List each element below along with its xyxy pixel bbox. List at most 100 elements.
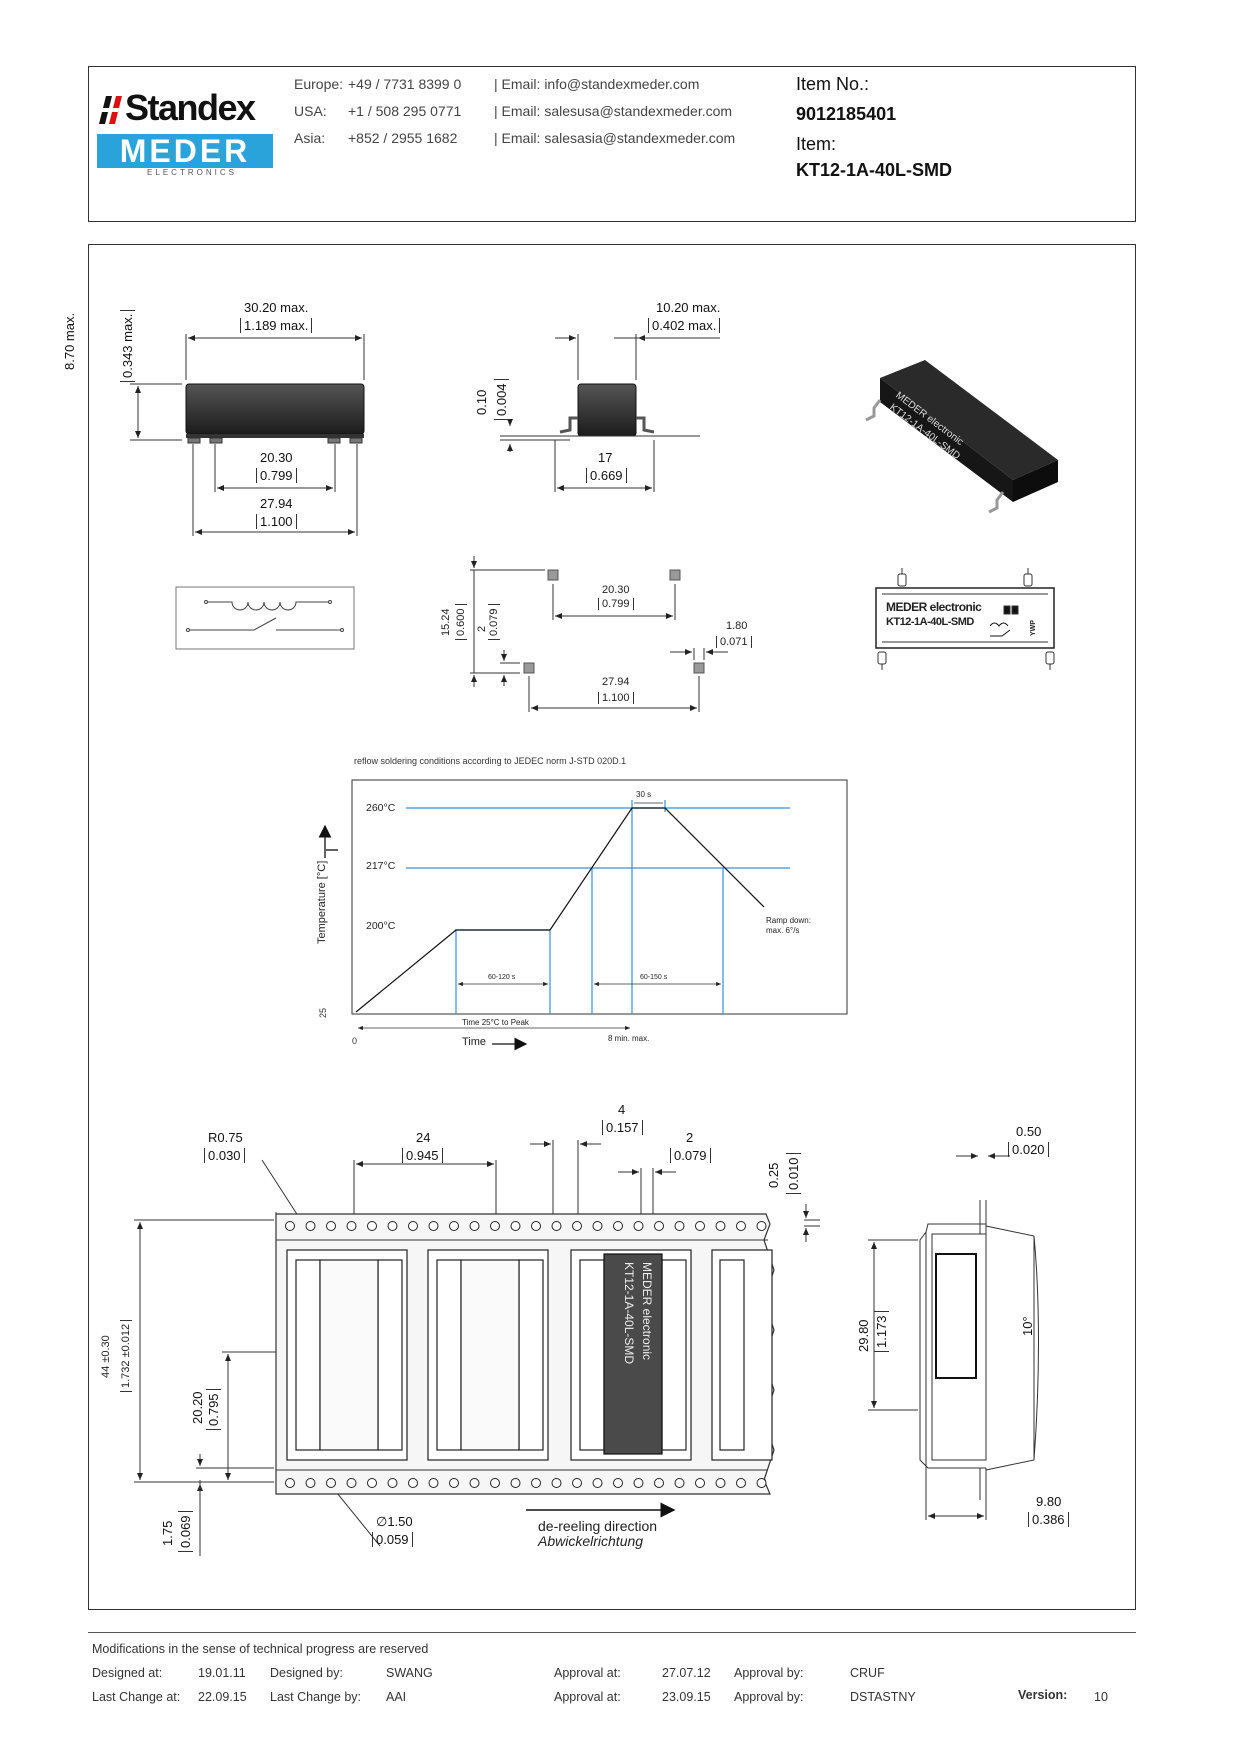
fp-inner: 20.30 [602, 584, 630, 596]
tape-width-inch: 1.732 ±0.012 [120, 1319, 132, 1392]
fp-pad-inch: 0.079 [488, 604, 500, 640]
sprocket-hole [695, 1478, 705, 1488]
approval-at-label: Approval at: [554, 1666, 621, 1680]
sprocket-hole [490, 1221, 500, 1231]
tape-pockets [286, 1249, 773, 1461]
logo-standex-text: Standex [125, 87, 256, 128]
reflow-soak: 60-120 s [488, 974, 516, 981]
reflow-ylabel: Temperature [°C] [316, 860, 328, 944]
reflow-ramp1: Ramp down: [766, 916, 811, 925]
last-change-value: 22.09.15 [198, 1690, 247, 1704]
sprocket-hole [633, 1221, 644, 1231]
contact-email[interactable]: | Email: salesasia@standexmeder.com [494, 130, 736, 146]
sprocket-hole [592, 1221, 603, 1231]
reflow-time-to-peak: Time 25°C to Peak [462, 1018, 529, 1027]
tape-pitch: 24 [416, 1130, 431, 1145]
sprocket-hole [326, 1478, 336, 1488]
end-foot-inch: 0.669 [586, 468, 627, 483]
tape-center-inch: 0.795 [206, 1389, 221, 1430]
top-label-2: KT12-1A-40L-SMD [886, 616, 974, 628]
sprocket-hole [305, 1221, 316, 1231]
sprocket-hole [613, 1478, 623, 1488]
sprocket-hole [326, 1221, 336, 1231]
sprocket-hole [408, 1221, 418, 1231]
tape-depth: 29.80 [856, 1319, 871, 1352]
item-no-label: Item No.: [796, 74, 870, 94]
sprocket-hole [592, 1478, 603, 1488]
contact-region: Asia: [294, 130, 326, 146]
version-label: Version: [1018, 1688, 1068, 1702]
reflow-above: 60-150 s [640, 974, 668, 981]
sprocket-hole [285, 1221, 295, 1231]
fp-height: 15.24 [440, 608, 452, 636]
side-length-label: 30.20 max. [244, 300, 309, 315]
contact-region: USA: [294, 103, 327, 119]
sprocket-hole [736, 1221, 746, 1231]
contact-email[interactable]: | Email: info@standexmeder.com [494, 76, 700, 92]
sprocket-hole [346, 1221, 357, 1231]
fp-pad: 2 [476, 625, 488, 632]
standex-logo: Standex MEDER ELECTRONICS [96, 87, 275, 178]
approval-by-value: DSTASTNY [850, 1690, 916, 1704]
tape-t050-inch: 0.020 [1008, 1142, 1049, 1157]
approval-at-value: 27.07.12 [662, 1666, 711, 1680]
approval-at-label: Approval at: [554, 1690, 621, 1704]
end-view [500, 334, 720, 492]
footer-note: Modifications in the sense of technical … [92, 1642, 429, 1656]
standex-mark-icon [96, 96, 273, 168]
contact-phone: +852 / 2955 1682 [348, 130, 458, 146]
side-height-inch: 0.343 max. [120, 309, 135, 382]
fp-inner-inch: 0.799 [598, 598, 634, 610]
tape-hole-pitch: 4 [618, 1102, 626, 1117]
sprocket-hole [572, 1221, 582, 1231]
tape-part-label-2: KT12-1A-40L-SMD [622, 1262, 636, 1365]
sprocket-hole [387, 1221, 398, 1231]
sprocket-hole [654, 1221, 664, 1231]
sprocket-hole [756, 1478, 767, 1488]
contact-phone: +1 / 508 295 0771 [348, 103, 462, 119]
sprocket-hole [469, 1478, 480, 1488]
contact-phone: +49 / 7731 8399 0 [348, 76, 462, 92]
tape-width: 44 ±0.30 [100, 1335, 112, 1378]
sprocket-hole [428, 1478, 439, 1488]
reflow-caption: reflow soldering conditions according to… [354, 756, 627, 766]
footprint-view [470, 556, 728, 712]
schematic-symbol [175, 586, 355, 650]
header-frame [88, 66, 1136, 222]
sprocket-hole [305, 1478, 316, 1488]
approval-by-label: Approval by: [734, 1666, 804, 1680]
side-height-label: 8.70 max. [62, 312, 77, 370]
sprocket-hole [346, 1478, 357, 1488]
fp-pad-width-inch: 0.071 [716, 636, 752, 648]
sprocket-hole [756, 1221, 767, 1231]
sprocket-hole [531, 1221, 541, 1231]
tape-pocket-inch: 0.386 [1028, 1512, 1069, 1527]
abwickel-label: Abwickelrichtung [538, 1533, 644, 1549]
reflow-xlabel: Time [462, 1036, 487, 1048]
end-standoff-inch: 0.004 [494, 379, 509, 420]
contact-email[interactable]: | Email: salesusa@standexmeder.com [494, 103, 733, 119]
tape-t025: 0.25 [766, 1162, 781, 1188]
footer-rule [88, 1632, 1136, 1633]
item-value: KT12-1A-40L-SMD [796, 160, 953, 180]
fp-height-inch: 0.600 [455, 604, 467, 640]
sprocket-hole [551, 1221, 562, 1231]
sprocket-hole [367, 1221, 377, 1231]
side-pin-outer: 27.94 [260, 496, 293, 511]
end-standoff-label: 0.10 [474, 389, 489, 415]
side-pin-outer-inch: 1.100 [256, 514, 297, 529]
reflow-hold: 30 s [636, 790, 652, 799]
fp-outer-inch: 1.100 [598, 692, 634, 704]
sprocket-hole [633, 1478, 644, 1488]
sprocket-hole [674, 1478, 685, 1488]
item-label: Item: [796, 134, 837, 154]
tape-side-view [868, 1153, 1039, 1520]
last-change-by-label: Last Change by: [270, 1690, 362, 1704]
tape-part-label-1: MEDER electronic [640, 1262, 654, 1361]
sprocket-hole [736, 1478, 746, 1488]
drawing-frame [88, 244, 1136, 1610]
tape-hole-diameter: ∅1.50 [376, 1514, 413, 1529]
approval-by-value: CRUF [850, 1666, 885, 1680]
contact-region: Europe: [294, 76, 344, 92]
sprocket-hole [715, 1478, 726, 1488]
